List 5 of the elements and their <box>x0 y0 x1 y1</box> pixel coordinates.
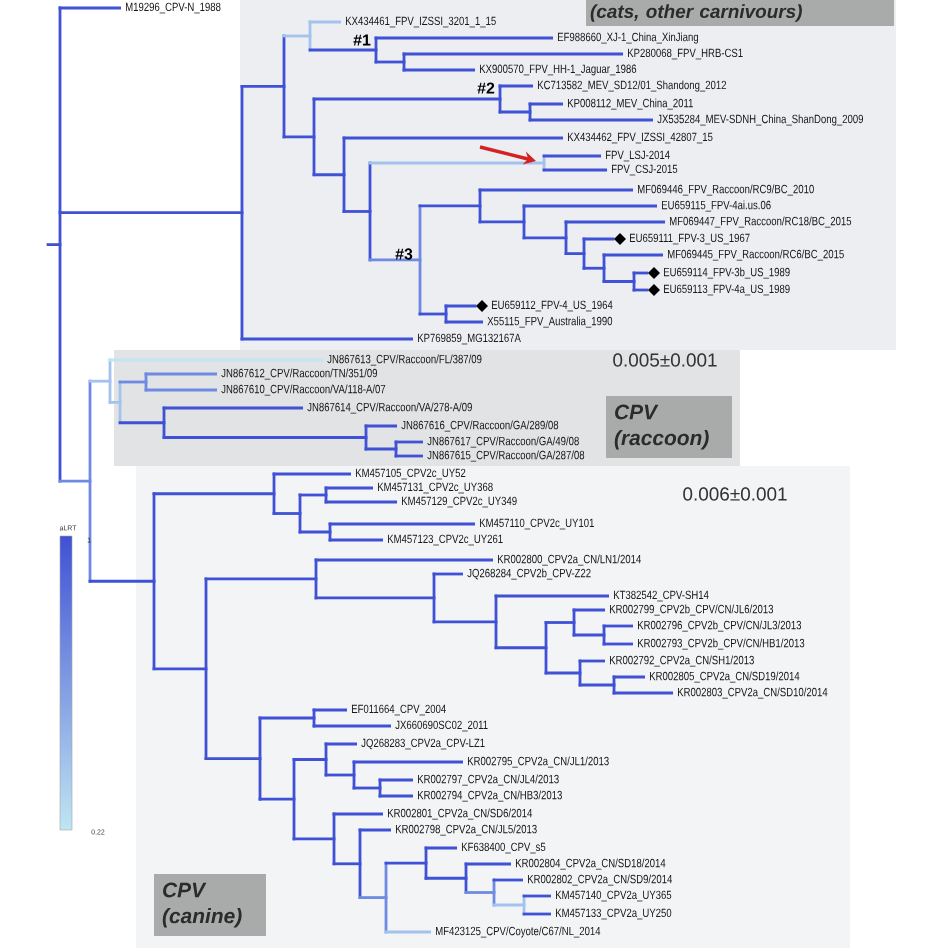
heading-box: CPV (canine) <box>154 874 266 936</box>
heading-box: (cats, other carnivours) <box>586 0 894 26</box>
distance-value: 0.005±0.001 <box>613 353 717 367</box>
heading-box: CPV (raccoon) <box>606 396 732 458</box>
distance-value: 0.006±0.001 <box>683 487 787 501</box>
